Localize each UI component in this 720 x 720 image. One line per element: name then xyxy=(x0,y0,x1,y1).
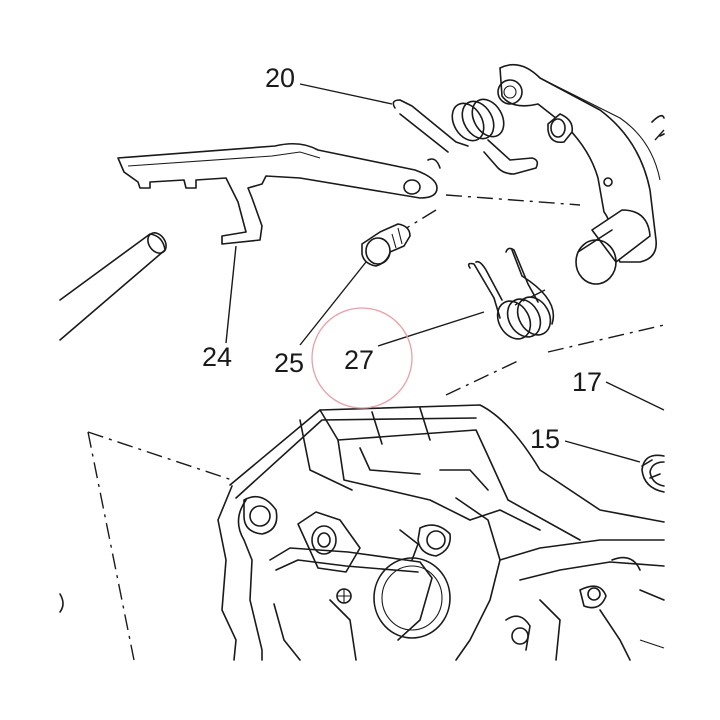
callout-20: 20 xyxy=(265,63,295,93)
highlight-circle xyxy=(311,307,413,409)
callout-24: 24 xyxy=(202,342,232,372)
callout-17: 17 xyxy=(572,367,602,397)
pin-25 xyxy=(361,223,411,267)
circlip-15 xyxy=(641,454,665,493)
callout-27: 27 xyxy=(344,345,374,375)
spring-27 xyxy=(467,247,555,340)
leader-lines xyxy=(225,83,665,463)
detent-arm xyxy=(497,63,665,285)
callout-25: 25 xyxy=(274,348,304,378)
spring-20 xyxy=(392,98,539,175)
callout-15: 15 xyxy=(530,424,560,454)
gearbox-housing xyxy=(59,404,665,661)
assembly-centerlines xyxy=(87,129,665,661)
shaft xyxy=(59,232,167,341)
shift-fork-lever-24 xyxy=(117,142,438,245)
